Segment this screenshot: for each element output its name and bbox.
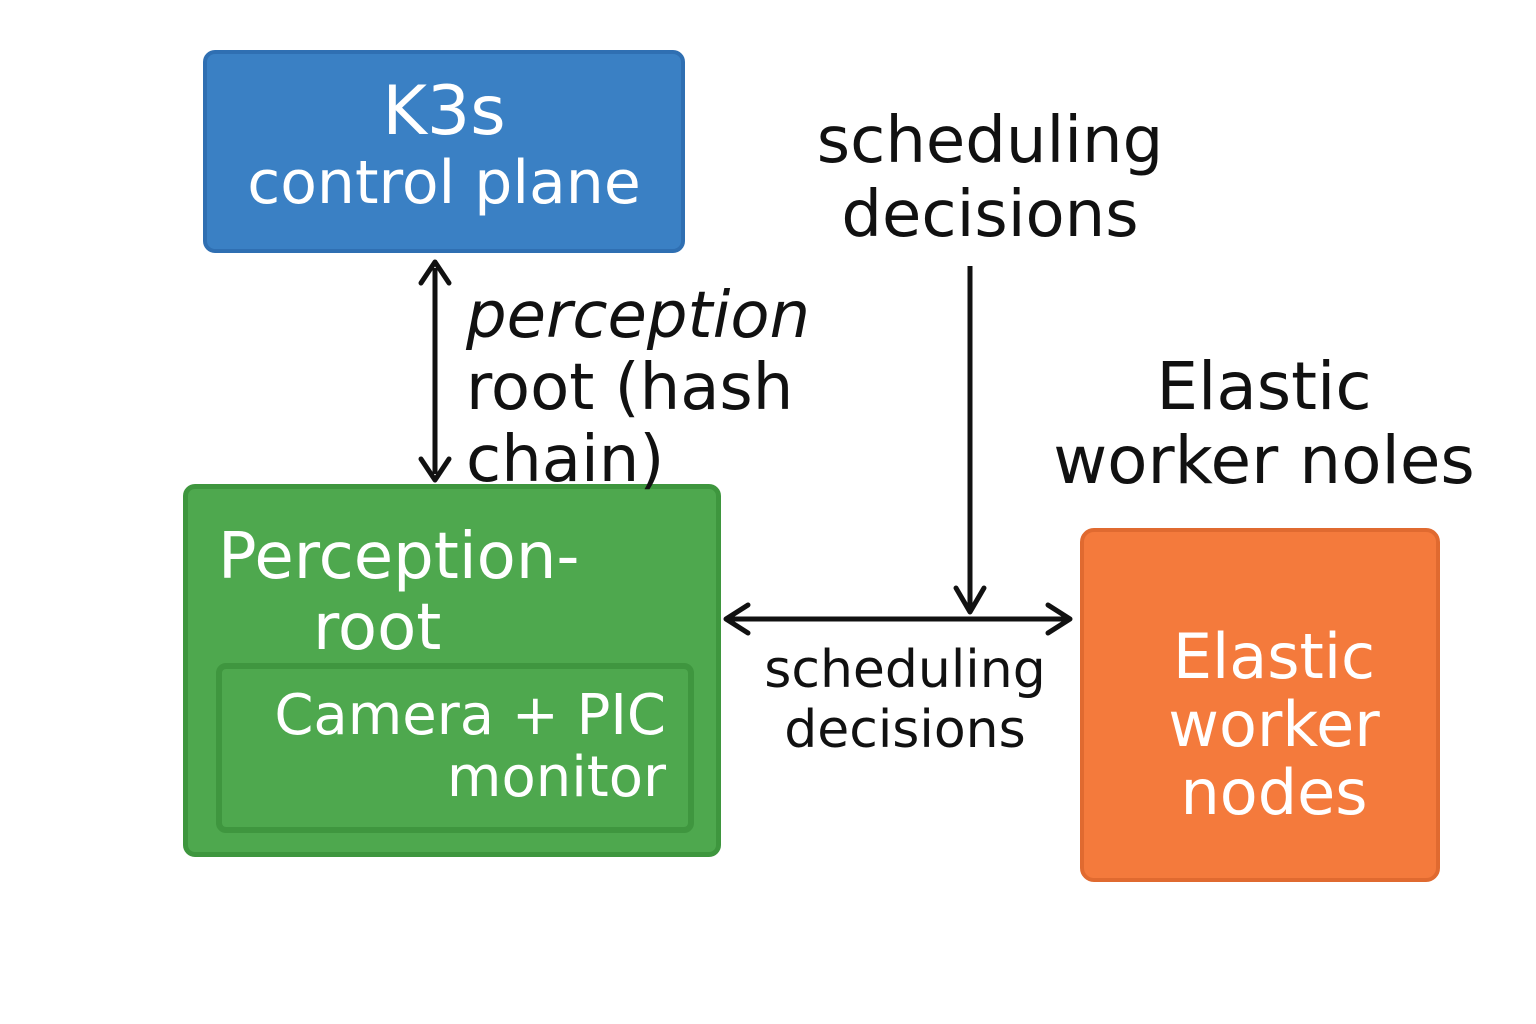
camera-pic-monitor-node: Camera + PIC monitor	[216, 663, 694, 833]
perception-root-title-line2: root	[313, 591, 442, 665]
perception-edge-line2: root (hash	[466, 351, 794, 425]
elastic-worker-heading-label: Elastic worker noles	[1024, 350, 1504, 498]
perception-root-edge-label: perception root (hash chain)	[466, 280, 810, 496]
camera-pic-label: Camera + PIC	[274, 683, 666, 748]
elastic-worker-nodes-node: Elastic worker nodes	[1080, 528, 1440, 882]
elastic-node-line2: worker	[1168, 688, 1380, 761]
elastic-heading-line1: Elastic	[1156, 348, 1372, 425]
scheduling-bottom-line1: scheduling	[764, 640, 1046, 700]
edge-perception-elastic	[723, 602, 1073, 636]
elastic-heading-line2: worker noles	[1053, 422, 1475, 499]
monitor-label: monitor	[446, 745, 666, 810]
scheduling-decisions-bottom-label: scheduling decisions	[735, 640, 1075, 760]
edge-scheduling-down	[953, 266, 987, 615]
perception-edge-line1: perception	[466, 279, 811, 353]
edge-k3s-perception	[418, 259, 452, 483]
perception-edge-line3: chain)	[466, 423, 665, 497]
k3s-subtitle: control plane	[247, 148, 641, 218]
scheduling-top-line2: decisions	[841, 178, 1139, 252]
k3s-title: K3s	[382, 72, 506, 151]
perception-root-node: Perception- root Camera + PIC monitor	[183, 484, 721, 857]
scheduling-decisions-top-label: scheduling decisions	[768, 104, 1212, 252]
k3s-control-plane-node: K3s control plane	[203, 50, 685, 253]
scheduling-top-line1: scheduling	[816, 104, 1164, 178]
elastic-node-line3: nodes	[1180, 756, 1368, 829]
perception-root-title-line1: Perception-	[218, 520, 580, 594]
elastic-node-line1: Elastic	[1172, 620, 1376, 693]
scheduling-bottom-line2: decisions	[784, 700, 1026, 760]
